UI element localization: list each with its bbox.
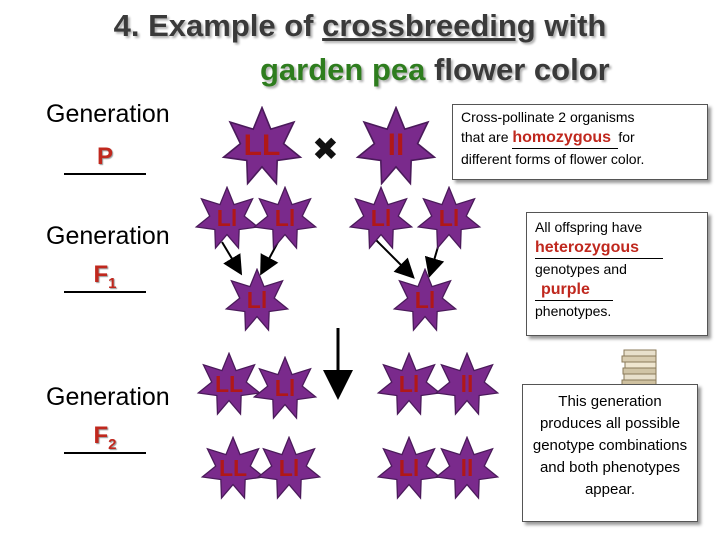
gamete-genotype: Ll: [274, 205, 296, 231]
note-text: genotypes and: [535, 261, 627, 277]
note-fill-row: purple: [531, 279, 703, 301]
note-text: that are homozygous for: [457, 127, 703, 149]
answer-heterozygous: heterozygous: [535, 239, 640, 256]
note-fill-row: heterozygous: [531, 237, 703, 259]
parent-ll-recessive-star: ll: [354, 106, 438, 186]
star-icon: [252, 186, 318, 250]
star-icon: [376, 352, 442, 416]
gamete-genotype: Ll: [438, 205, 460, 231]
star-icon: [200, 436, 266, 500]
f2-genotype: Ll: [398, 455, 420, 481]
generation-f2-answer: F2: [93, 422, 116, 453]
book-stack-icon: [620, 348, 660, 392]
gamete-star: Ll: [250, 186, 320, 250]
generation-f2-subscript: 2: [108, 435, 117, 453]
arrow-icon: [375, 239, 415, 279]
f1-genotype: Ll: [246, 287, 268, 313]
answer-homozygous: homozygous: [512, 129, 612, 146]
book-stack-graphic: [621, 349, 657, 388]
gamete-star: Ll: [414, 186, 484, 250]
parent-genotype: ll: [387, 129, 405, 162]
star-icon: [224, 268, 290, 332]
title-line-1: 4. Example of crossbreeding with: [0, 8, 720, 44]
star-icon: [392, 268, 458, 332]
generation-f1-answer: F1: [93, 261, 116, 292]
note-parents-box: Cross-pollinate 2 organisms that are hom…: [452, 104, 708, 180]
note-text-part: that are: [461, 129, 513, 145]
f2-star: ll: [432, 436, 502, 500]
title-keyword: crossbreeding: [322, 8, 536, 43]
generation-p-letter: P: [96, 143, 113, 170]
generation-f2-label: Generation: [46, 383, 170, 411]
f1-star: Ll: [390, 268, 460, 332]
note-text: different forms of flower color.: [461, 151, 645, 167]
f2-star: LL: [194, 352, 264, 416]
title-prefix: 4. Example of: [113, 8, 323, 43]
generation-f1-letter: F: [93, 261, 109, 288]
title-line-2: garden pea flower color: [260, 52, 610, 88]
star-icon: [416, 186, 482, 250]
note-text: All offspring have: [535, 219, 643, 235]
f2-genotype: Ll: [278, 455, 300, 481]
fill-blank: heterozygous: [535, 237, 663, 259]
star-icon: [221, 106, 303, 186]
title-suffix: with: [535, 8, 607, 43]
generation-f2-letter: F: [93, 422, 109, 449]
note-f2-box: This generation produces all possible ge…: [522, 384, 698, 522]
gamete-genotype: Ll: [370, 205, 392, 231]
generation-p-answer: P: [97, 143, 113, 170]
generation-f2-blank: F2: [64, 422, 146, 454]
f2-star: Ll: [250, 356, 320, 420]
parent-genotype: LL: [243, 129, 281, 162]
f2-genotype: Ll: [274, 375, 296, 401]
generation-p-label: Generation: [46, 100, 170, 128]
f1-genotype: Ll: [414, 287, 436, 313]
cross-icon: ✖: [312, 131, 339, 167]
star-icon: [348, 186, 414, 250]
parent-ll-dominant-star: LL: [220, 106, 304, 186]
f2-star: ll: [432, 352, 502, 416]
fill-blank: purple: [535, 279, 613, 301]
f2-star: Ll: [374, 352, 444, 416]
f2-genotype: LL: [218, 455, 248, 481]
title-rest-text: flower color: [425, 52, 610, 87]
title-green-text: garden pea: [260, 52, 426, 87]
f2-star: LL: [198, 436, 268, 500]
arrow-icon: [221, 241, 243, 276]
generation-f1-blank: F1: [64, 261, 146, 293]
gamete-star: Ll: [192, 186, 262, 250]
star-icon: [434, 436, 500, 500]
f2-genotype: LL: [214, 371, 244, 397]
gamete-genotype: Ll: [216, 205, 238, 231]
star-icon: [376, 436, 442, 500]
f2-star: Ll: [374, 436, 444, 500]
answer-purple: purple: [541, 281, 590, 298]
f2-genotype: ll: [460, 455, 474, 481]
star-icon: [252, 356, 318, 420]
generation-f1-label: Generation: [46, 222, 170, 250]
arrow-icon: [260, 241, 279, 276]
gamete-star: Ll: [346, 186, 416, 250]
star-icon: [196, 352, 262, 416]
star-icon: [194, 186, 260, 250]
f2-star: Ll: [254, 436, 324, 500]
f1-star: Ll: [222, 268, 292, 332]
star-icon: [355, 106, 437, 186]
star-icon: [256, 436, 322, 500]
fill-blank: homozygous: [512, 127, 619, 149]
f2-genotype: ll: [460, 371, 474, 397]
note-text-part: for: [618, 129, 635, 145]
note-text: phenotypes.: [535, 303, 612, 319]
star-icon: [434, 352, 500, 416]
note-f1-box: All offspring have heterozygous genotype…: [526, 212, 708, 336]
note-text: Cross-pollinate 2 organisms: [461, 109, 635, 125]
generation-f1-subscript: 1: [108, 274, 117, 292]
note-text: This generation produces all possible ge…: [532, 393, 688, 498]
generation-p-blank: P: [64, 143, 146, 175]
f2-genotype: Ll: [398, 371, 420, 397]
